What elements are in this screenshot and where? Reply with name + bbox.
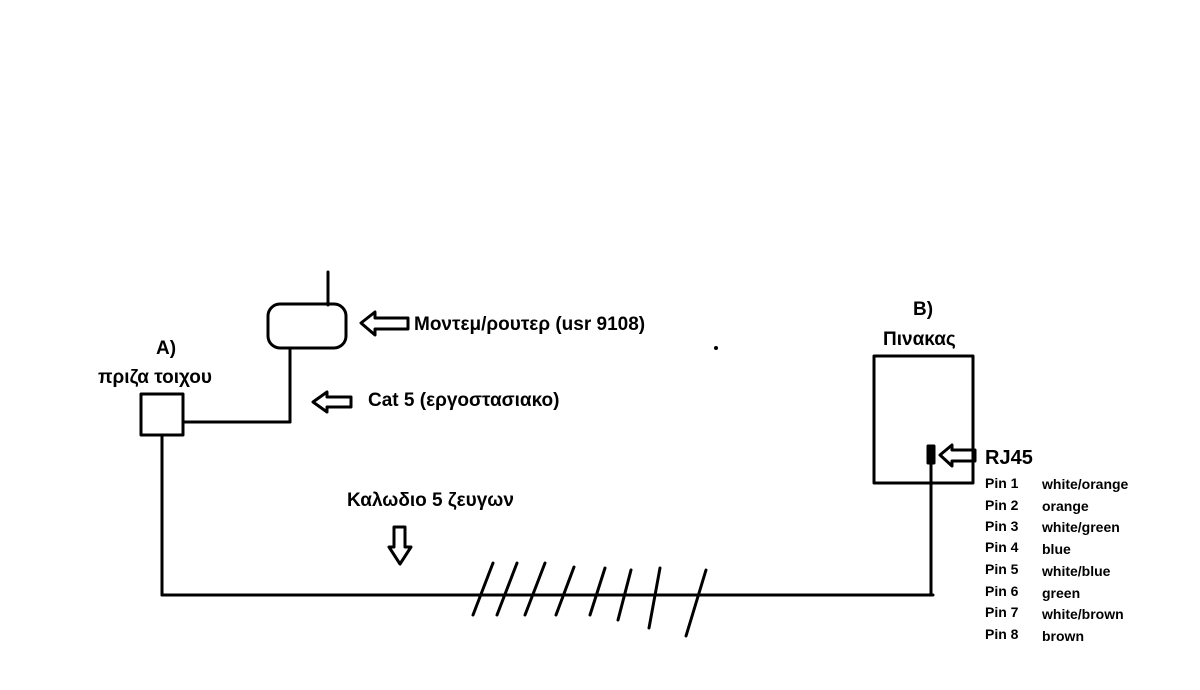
hatch-mark [684, 568, 708, 638]
pin-number: Pin 4 [985, 539, 1019, 555]
panel-name: Πινακας [883, 329, 956, 350]
hatch-mark [495, 561, 519, 617]
modem-router-icon [266, 302, 348, 350]
pin-color: brown [1042, 628, 1084, 644]
pin-color: blue [1042, 541, 1071, 557]
pin-number: Pin 2 [985, 497, 1019, 513]
stray-dot [714, 346, 718, 350]
rj45-jack [926, 444, 936, 465]
modem-router-label: Μοντεμ/ρουτερ (usr 9108) [414, 314, 646, 335]
pin-number: Pin 6 [985, 583, 1019, 599]
hatch-mark [471, 561, 495, 617]
arrow-left-icon [359, 310, 410, 337]
cat5-cable-label: Cat 5 (εργοστασιακο) [368, 390, 560, 411]
cable-hatch-marks [471, 561, 708, 638]
arrow-left-icon [938, 443, 977, 468]
wall-socket-box [139, 392, 185, 437]
panel-box [872, 354, 975, 485]
arrow-down-icon [387, 525, 413, 566]
hatch-mark [523, 561, 547, 617]
hatch-mark [647, 566, 662, 630]
pin-number: Pin 7 [985, 604, 1019, 620]
pin-color: green [1042, 585, 1081, 601]
pin-color: white/green [1042, 519, 1120, 535]
panel-letter: B) [913, 299, 934, 320]
hatch-mark [588, 566, 607, 617]
pin-color: orange [1042, 498, 1089, 514]
pin-number: Pin 1 [985, 475, 1019, 491]
wall-socket-letter: A) [156, 338, 177, 359]
rj45-label: RJ45 [985, 447, 1033, 469]
pin-color: white/blue [1042, 563, 1111, 579]
pin-color: white/orange [1042, 476, 1129, 492]
arrow-left-icon [311, 390, 353, 414]
wall-socket-name: πριζα τοιχου [98, 367, 212, 388]
pin-number: Pin 5 [985, 561, 1019, 577]
pin-number: Pin 8 [985, 626, 1019, 642]
pin-color: white/brown [1042, 606, 1124, 622]
hatch-mark [554, 565, 576, 617]
pin-number: Pin 3 [985, 518, 1019, 534]
hatch-mark [616, 568, 633, 622]
cable-pairs-label: Καλωδιο 5 ζευγων [347, 490, 514, 511]
